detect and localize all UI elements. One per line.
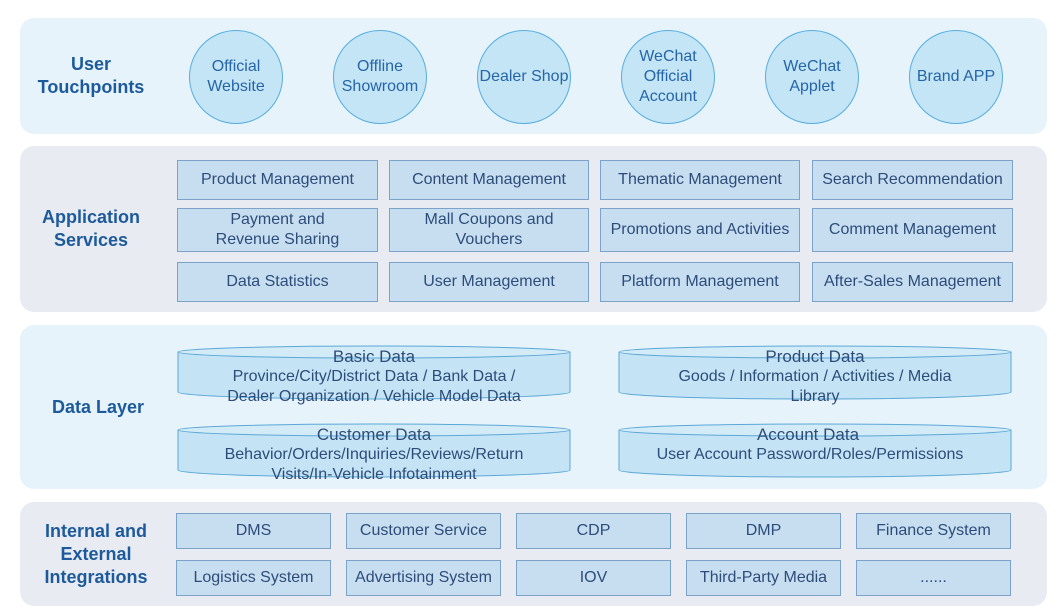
integration-customer-service: Customer Service bbox=[346, 513, 501, 549]
cylinder-shape bbox=[618, 345, 1012, 400]
product-data-store: Product Data Goods / Information / Activ… bbox=[618, 345, 1012, 405]
application-services-layer: Application Services Product Management … bbox=[20, 146, 1047, 312]
integration-finance-system: Finance System bbox=[856, 513, 1011, 549]
cylinder-shape bbox=[177, 345, 571, 400]
touchpoint-wechat-official-account: WeChat Official Account bbox=[621, 30, 715, 124]
touchpoint-offline-showroom: Offline Showroom bbox=[333, 30, 427, 124]
service-comment-management: Comment Management bbox=[812, 208, 1013, 252]
service-platform-management: Platform Management bbox=[600, 262, 800, 302]
integration-dms: DMS bbox=[176, 513, 331, 549]
service-product-management: Product Management bbox=[177, 160, 378, 200]
service-after-sales-management: After-Sales Management bbox=[812, 262, 1013, 302]
customer-data-store: Customer Data Behavior/Orders/Inquiries/… bbox=[177, 423, 571, 483]
basic-data-body: Province/City/District Data / Bank Data … bbox=[227, 368, 521, 405]
user-touchpoints-label: User Touchpoints bbox=[37, 54, 145, 97]
account-data-store: Account Data User Account Password/Roles… bbox=[618, 423, 1012, 479]
touchpoint-wechat-applet: WeChat Applet bbox=[765, 30, 859, 124]
touchpoint-official-website: Official Website bbox=[189, 30, 283, 124]
touchpoint-dealer-shop: Dealer Shop bbox=[477, 30, 571, 124]
product-data-body: Goods / Information / Activities / Media… bbox=[678, 368, 952, 405]
application-services-label: Application Services bbox=[42, 207, 140, 250]
integration-dmp: DMP bbox=[686, 513, 841, 549]
integration-logistics-system: Logistics System bbox=[176, 560, 331, 596]
data-layer-label: Data Layer bbox=[51, 396, 145, 417]
integration-more: ...... bbox=[856, 560, 1011, 596]
data-layer: Data Layer Basic Data Province/City/Dist… bbox=[20, 325, 1047, 489]
integration-advertising-system: Advertising System bbox=[346, 560, 501, 596]
integrations-label: Internal and External Integrations bbox=[44, 520, 148, 587]
service-user-management: User Management bbox=[389, 262, 589, 302]
integration-cdp: CDP bbox=[516, 513, 671, 549]
service-payment-revenue-sharing: Payment and Revenue Sharing bbox=[177, 208, 378, 252]
customer-data-title: Customer Data bbox=[316, 425, 432, 444]
service-data-statistics: Data Statistics bbox=[177, 262, 378, 302]
service-mall-coupons-vouchers: Mall Coupons and Vouchers bbox=[389, 208, 589, 252]
integrations-layer: Internal and External Integrations DMS C… bbox=[20, 502, 1047, 606]
product-data-title: Product Data bbox=[765, 347, 865, 366]
service-thematic-management: Thematic Management bbox=[600, 160, 800, 200]
integration-third-party-media: Third-Party Media bbox=[686, 560, 841, 596]
integration-iov: IOV bbox=[516, 560, 671, 596]
account-data-body: User Account Password/Roles/Permissions bbox=[656, 446, 964, 463]
basic-data-store: Basic Data Province/City/District Data /… bbox=[177, 345, 571, 405]
service-search-recommendation: Search Recommendation bbox=[812, 160, 1013, 200]
service-content-management: Content Management bbox=[389, 160, 589, 200]
basic-data-title: Basic Data bbox=[332, 347, 416, 366]
service-promotions-activities: Promotions and Activities bbox=[600, 208, 800, 252]
cylinder-shape bbox=[618, 423, 1012, 478]
account-data-title: Account Data bbox=[756, 425, 860, 444]
touchpoint-brand-app: Brand APP bbox=[909, 30, 1003, 124]
user-touchpoints-layer: User Touchpoints Official Website Offlin… bbox=[20, 18, 1047, 134]
customer-data-body: Behavior/Orders/Inquiries/Reviews/Return… bbox=[224, 446, 524, 483]
cylinder-shape bbox=[177, 423, 571, 478]
